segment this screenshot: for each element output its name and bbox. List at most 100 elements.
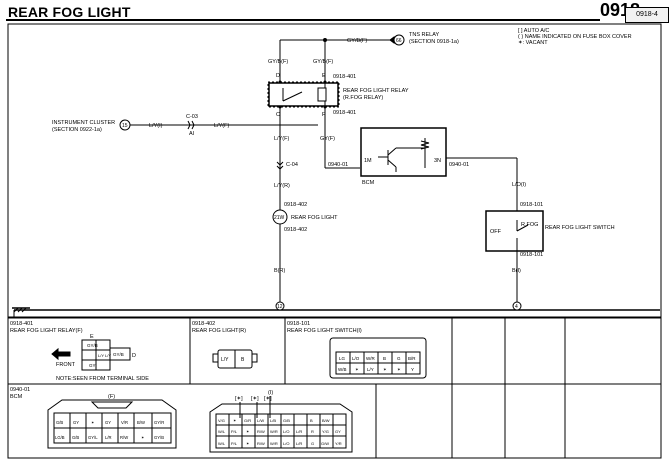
lamp-conn-bot: 0918-402 bbox=[284, 227, 307, 233]
panel-bcm-cell: GY bbox=[105, 420, 111, 425]
relay-pin-c: C bbox=[276, 112, 280, 118]
wire-label-gyb-right: GY/B(F) bbox=[313, 59, 333, 65]
legend-line-3: ✶: VACANT bbox=[518, 39, 548, 46]
bcm-box bbox=[360, 127, 447, 177]
legend-line-1: [ ] AUTO A/C bbox=[518, 28, 549, 34]
panel-bcm-cell: ✶ bbox=[246, 441, 249, 446]
diagram-frame bbox=[7, 23, 662, 318]
lamp-label: REAR FOG LIGHT bbox=[291, 215, 338, 221]
panel-bcm-cell: GY bbox=[73, 420, 79, 425]
relay-box bbox=[267, 81, 340, 108]
panel-bcm-mark: [✶] bbox=[264, 395, 272, 402]
page-title: REAR FOG LIGHT bbox=[8, 4, 131, 20]
bcm-conn-left: 0940-01 bbox=[328, 162, 348, 168]
relay-label: REAR FOG LIGHT RELAY bbox=[343, 88, 409, 94]
panel-bcm-cell: L/O bbox=[283, 429, 289, 434]
panel-switch-id: 0918-101 bbox=[287, 321, 310, 327]
panel-bcm-cell: R/W bbox=[120, 435, 128, 440]
wire-label-lo-i: L/O(I) bbox=[512, 182, 526, 188]
panel-bcm-cell: G/B bbox=[56, 420, 63, 425]
panel-relay-title: REAR FOG LIGHT RELAY(F) bbox=[10, 328, 83, 334]
panel-relay-front: FRONT bbox=[56, 362, 76, 368]
relay-conn-bot: 0918-401 bbox=[333, 110, 356, 116]
panel-bcm-cell: W/L bbox=[218, 441, 226, 446]
panel-lamp-id: 0918-402 bbox=[192, 321, 215, 327]
fog-lamp-bulb bbox=[272, 209, 288, 225]
panel-switch-title: REAR FOG LIGHT SWITCH(I) bbox=[287, 328, 362, 334]
wire-label-gy-f: GY(F) bbox=[320, 136, 335, 142]
wire-label-gyb-left: GY/B(F) bbox=[268, 59, 288, 65]
panel-bcm-cell: G/R bbox=[244, 418, 251, 423]
instrument-cluster-section: (SECTION 0922-1a) bbox=[52, 127, 102, 133]
relay-pin-d: D bbox=[276, 73, 280, 79]
relay-pin-f: F bbox=[322, 112, 326, 118]
panel-bcm-id: 0940-01 bbox=[10, 387, 30, 393]
panel-bcm-cell: P/L bbox=[231, 441, 238, 446]
lamp-watts: 21W bbox=[274, 215, 285, 221]
panel-bcm-title: BCM bbox=[10, 394, 23, 400]
panel-relay-id: 0918-401 bbox=[10, 321, 33, 327]
panel-relay-note: NOTE:SEEN FROM TERMINAL SIDE bbox=[56, 376, 149, 382]
switch-conn-bot: 0918-101 bbox=[520, 252, 543, 258]
panel-bcm-cell: B/W bbox=[322, 418, 330, 423]
lamp-conn-top: 0918-402 bbox=[284, 202, 307, 208]
panel-bcm-cell: ✶ bbox=[233, 418, 236, 423]
panel-lamp-cell: B bbox=[241, 357, 245, 363]
panel-bcm-cell: V/G bbox=[218, 418, 225, 423]
panel-bcm-cell: GY bbox=[335, 429, 341, 434]
panel-bcm-cell: G/B bbox=[72, 435, 79, 440]
panel-bcm-cell: ✶ bbox=[91, 420, 95, 425]
panel-lamp-title: REAR FOG LIGHT(R) bbox=[192, 328, 246, 334]
panel-relay-cell: GY bbox=[89, 363, 96, 368]
panel-switch-cell: W/R bbox=[366, 356, 375, 361]
panel-switch-cell: W/B bbox=[338, 367, 347, 372]
panel-switch-cell: ✶ bbox=[383, 367, 387, 372]
ground-ref-right: 4 bbox=[515, 304, 518, 310]
panel-bcm-left-conn: (F) bbox=[108, 394, 115, 400]
panel-bcm-cell: R/W bbox=[257, 441, 265, 446]
panel-bcm-cell: ✶ bbox=[141, 435, 145, 440]
panel-bcm-cell: L/R bbox=[296, 441, 302, 446]
panel-bcm-cell: GY/L bbox=[88, 435, 98, 440]
panel-bcm-cell: L/R bbox=[105, 435, 112, 440]
panel-bcm-cell: L/O bbox=[283, 441, 289, 446]
panel-relay-cell: GY/B bbox=[113, 352, 124, 357]
wire-label-tns: GY/B(F) bbox=[347, 38, 367, 44]
title-rule bbox=[6, 19, 600, 21]
switch-conn-top: 0918-101 bbox=[520, 202, 543, 208]
relay-sub-label: (R.FOG RELAY) bbox=[343, 95, 383, 101]
bcm-label: BCM bbox=[362, 180, 375, 186]
panel-bcm-cell: W/R bbox=[270, 441, 278, 446]
wire-label-b-r: B(R) bbox=[274, 268, 285, 274]
wire-label-ly-f: L/Y(F) bbox=[214, 123, 229, 129]
panel-relay-cell: L/Y L/Y bbox=[98, 353, 111, 358]
connector-panels bbox=[7, 317, 662, 459]
tns-relay-section: (SECTION 0918-1a) bbox=[409, 39, 459, 45]
relay-conn-top: 0918-401 bbox=[333, 74, 356, 80]
panel-bcm-cell: Y/G bbox=[322, 429, 329, 434]
panel-bcm-cell: W/L bbox=[218, 429, 226, 434]
panel-switch-cell: G bbox=[397, 356, 401, 361]
relay-pin-e: E bbox=[322, 73, 326, 79]
wire-label-b-i: B(I) bbox=[512, 268, 521, 274]
panel-switch-cell: B/R bbox=[408, 356, 416, 361]
panel-bcm-cell: GY/B bbox=[154, 435, 164, 440]
panel-bcm-cell: GY/R bbox=[154, 420, 164, 425]
panel-switch-cell: ✶ bbox=[397, 367, 401, 372]
panel-bcm-cell: G/W bbox=[321, 441, 329, 446]
panel-switch-cell: B bbox=[383, 356, 386, 361]
tns-relay-label: TNS RELAY bbox=[409, 32, 439, 38]
switch-label: REAR FOG LIGHT SWITCH bbox=[545, 225, 615, 231]
panel-switch-cell: L/O bbox=[352, 356, 360, 361]
panel-bcm-cell: ✶ bbox=[246, 429, 249, 434]
panel-bcm-cell: V/R bbox=[121, 420, 128, 425]
connector-c03-sub: AI bbox=[189, 131, 195, 137]
bcm-conn-right: 0940-01 bbox=[449, 162, 469, 168]
panel-bcm-mark: [✶] bbox=[235, 395, 243, 402]
panel-bcm-cell: Y/R bbox=[335, 441, 342, 446]
switch-on-label: R.FOG bbox=[521, 222, 538, 228]
instrument-cluster-label: INSTRUMENT CLUSTER bbox=[52, 120, 115, 126]
tns-ref-number: 66 bbox=[396, 38, 402, 44]
panel-bcm-cell: R/W bbox=[257, 429, 265, 434]
